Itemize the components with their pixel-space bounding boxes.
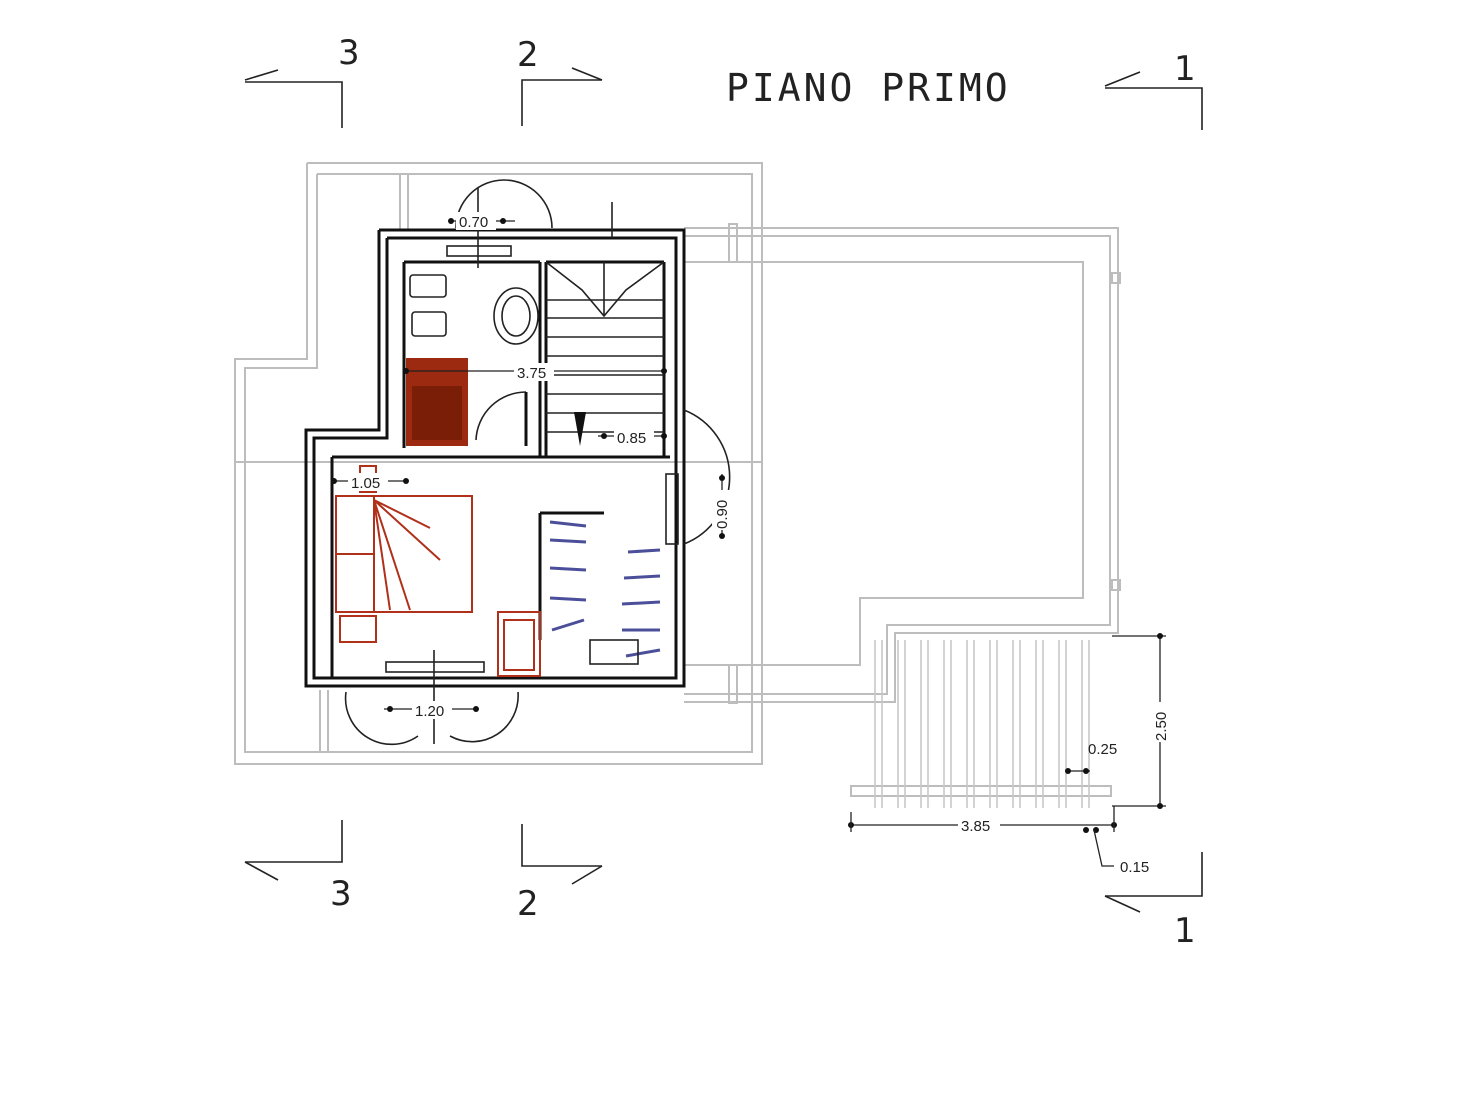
section-label: 3 [338,33,360,73]
staircase [545,261,665,446]
dim-bed-wall: 1.05 [351,475,380,492]
dim-stair-height: 2.50 [1153,712,1170,741]
dim-railing: 0.15 [1120,859,1149,876]
section-label: 2 [517,35,539,75]
dim-door-top: 0.70 [459,214,488,231]
section-label: 1 [1174,911,1196,951]
section-marker-3-top: 3 [244,33,360,128]
dim-stair-door: 0.85 [617,430,646,447]
section-marker-2-top: 2 [517,35,603,126]
dim-bath-width: 3.75 [517,365,546,382]
section-marker-3-bottom: 3 [244,820,352,914]
plan-title: PIANO PRIMO [726,66,1011,110]
roof-outline [234,162,763,765]
section-label: 3 [330,874,352,914]
bathroom-fixtures [406,274,539,446]
section-label: 2 [517,884,539,924]
wardrobe [549,520,661,665]
section-marker-1-bottom: 1 [1104,852,1203,951]
bedroom-furniture [335,465,541,677]
dim-side-door: 0.90 [714,500,731,529]
section-marker-2-bottom: 2 [517,824,603,924]
dimension-lines [331,218,1166,867]
doors [344,179,731,746]
section-label: 1 [1174,49,1196,89]
dim-stair-length: 3.85 [961,818,990,835]
terrace-outline [684,223,1121,704]
dim-bottom-window: 1.20 [415,703,444,720]
dimension-labels: 0.70 3.75 0.85 1.05 0.90 1.20 2.50 0.25 … [348,212,1170,876]
walls [304,228,686,688]
external-stair [850,640,1112,808]
dim-step: 0.25 [1088,741,1117,758]
section-marker-1-top: 1 [1104,49,1203,130]
